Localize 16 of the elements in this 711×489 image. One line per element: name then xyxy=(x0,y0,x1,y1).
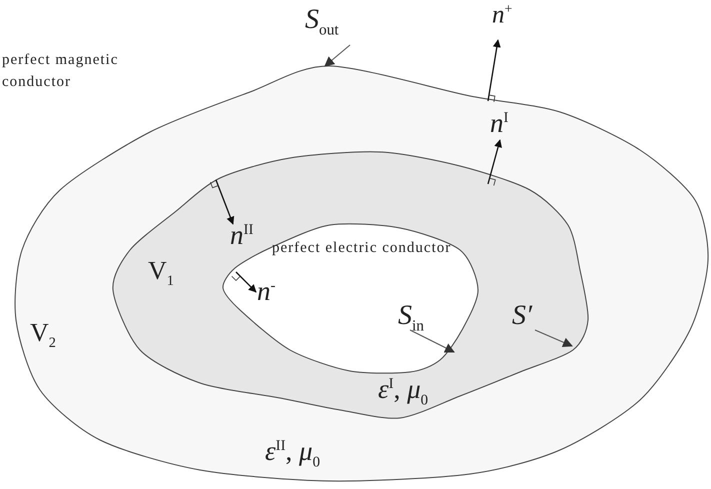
caption-text: perfect magnetic conductor xyxy=(2,51,120,92)
surface-label: S′ xyxy=(512,302,532,330)
region-label: V$_{1}$ xyxy=(148,258,174,288)
region-label: V$_{2}$ xyxy=(30,320,56,350)
vector-label: n$^{I}$ xyxy=(490,110,508,137)
material-label: ε$^{II}$, μ$_{0}$ xyxy=(265,438,320,470)
material-label: ε$^{I}$, μ$_{0}$ xyxy=(378,376,428,408)
vector-label: n$^{II}$ xyxy=(230,222,254,249)
surface-label: S$_{out}$ xyxy=(305,6,339,38)
vector-label: n$^{+}$ xyxy=(492,2,512,28)
conductor-label: perfect electric conductor xyxy=(272,239,452,258)
leader-line xyxy=(324,44,350,67)
leader-line xyxy=(410,330,455,352)
leader-line xyxy=(534,330,573,348)
vector-label: n$^{-}$ xyxy=(257,278,276,305)
surface-label: S$_{in}$ xyxy=(398,302,424,334)
